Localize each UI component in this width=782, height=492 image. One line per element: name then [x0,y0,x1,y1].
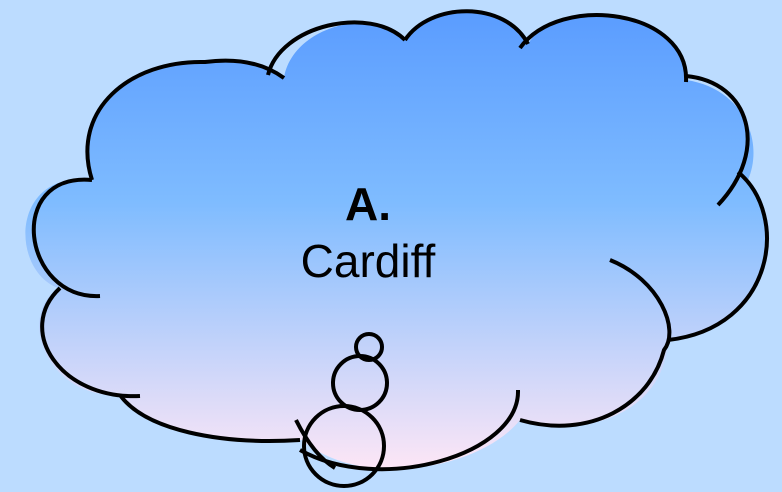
cloud-outline-lower-left [40,286,141,399]
cloud-outline-left [31,177,101,299]
cloud-outline-top-3 [518,13,689,83]
answer-letter: A. [345,178,391,230]
cloud-outline-bottom [299,389,521,472]
cloud-outline-inner-bottom-left [294,419,337,470]
thought-bubble-small [354,332,384,362]
cloud-outline-inner-right [519,258,672,428]
answer-city: Cardiff [300,235,436,287]
cloud-outline-right-upper [685,74,750,207]
cloud-outline-upper-left [85,58,286,181]
cloud-outline-bottom-left [118,393,301,443]
cloud-body [25,11,768,469]
cloud-outline-top-1 [266,20,407,76]
cloud-outline-top-2 [403,9,530,45]
cloud-outline-right-lower [667,170,769,342]
answer-text: A. Cardiff [218,176,518,290]
